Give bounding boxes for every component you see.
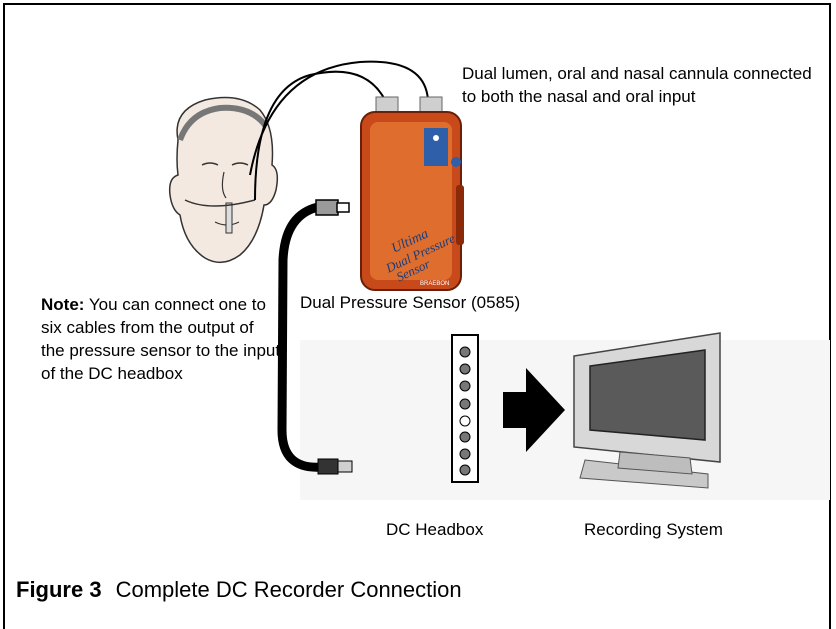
sensor-port-oral	[419, 96, 443, 114]
recording-system-label: Recording System	[584, 520, 723, 539]
cannula-note: Dual lumen, oral and nasal cannula conne…	[462, 64, 812, 106]
figure-title: Complete DC Recorder Connection	[115, 577, 462, 602]
left-eye	[201, 162, 219, 166]
output-cable	[277, 202, 327, 472]
cable-plug-bottom	[337, 460, 353, 473]
headbox-label: DC Headbox	[386, 520, 484, 539]
figure-number: Figure 3	[16, 577, 102, 602]
right-eye	[231, 162, 249, 166]
sensor-side-grip	[456, 185, 464, 245]
headbox-open-input	[459, 415, 471, 427]
monitor-stand	[617, 451, 693, 475]
dual-pressure-sensor: Ultima Dual Pressure Sensor BRAEBON	[360, 96, 464, 291]
figure-frame	[3, 3, 831, 629]
sensor-panel	[424, 128, 448, 166]
monitor-screen	[589, 349, 706, 441]
recording-system-monitor	[573, 332, 721, 489]
cable-connector-top	[315, 199, 339, 216]
note-body: You can connect one to six cables from t…	[41, 295, 281, 383]
nasal-cannula-tube	[184, 199, 256, 207]
sensor-knob	[451, 157, 461, 167]
cable-connector-bottom	[317, 458, 339, 475]
sensor-port-nasal	[375, 96, 399, 114]
patient-head	[168, 96, 279, 264]
dc-headbox	[451, 334, 479, 483]
flow-arrow	[503, 368, 565, 452]
note-text: Note: You can connect one to six cables …	[41, 293, 281, 385]
background-panel	[300, 340, 830, 500]
note-label: Note:	[41, 295, 85, 314]
cable-plug-top	[336, 202, 350, 213]
cannula-tube-2	[249, 60, 429, 176]
nose	[221, 171, 227, 199]
svg-text:BRAEBON: BRAEBON	[420, 281, 449, 287]
oral-cannula	[225, 202, 233, 234]
figure-caption: Figure 3 Complete DC Recorder Connection	[16, 575, 462, 605]
hair	[177, 104, 268, 142]
cannula-tube-1	[254, 70, 386, 201]
sensor-label: Dual Pressure Sensor (0585)	[300, 293, 521, 312]
